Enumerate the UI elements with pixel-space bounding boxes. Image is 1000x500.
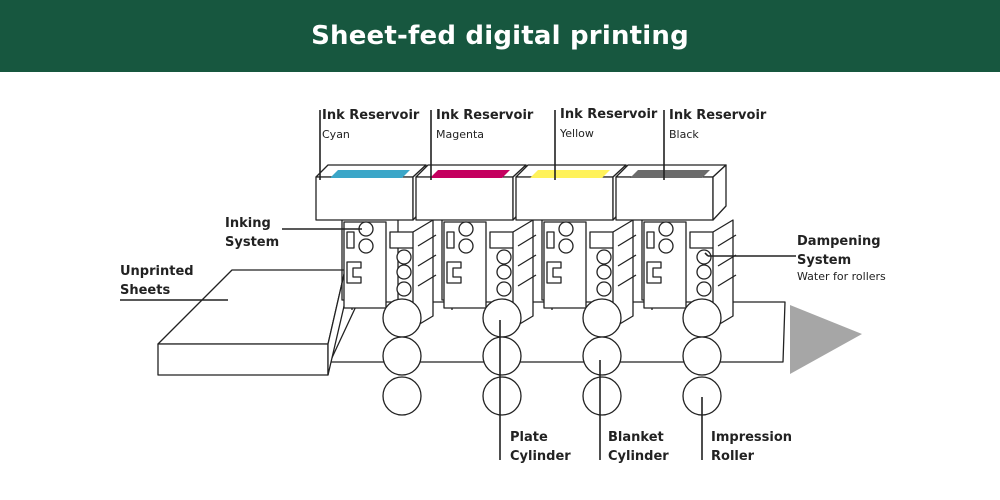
ink-bracket-1b [346, 261, 362, 284]
reservoir-label-black: Ink Reservoir Black [669, 108, 767, 142]
blanket-cylinder-4 [682, 336, 722, 376]
reservoir-box-3 [515, 176, 614, 221]
ink-surface-2 [430, 170, 510, 178]
unprinted-sheet-stack-front [157, 343, 329, 376]
blanket-cylinder-2 [482, 336, 522, 376]
impression-roller-label: Impression Roller [711, 430, 793, 464]
plate-cylinder-1 [382, 298, 422, 338]
ink-surface-3 [530, 170, 610, 178]
blanket-cylinder-3 [582, 336, 622, 376]
page-title: Sheet-fed digital printing [311, 21, 689, 51]
impression-roller-1 [382, 376, 422, 416]
plate-cylinder-3 [582, 298, 622, 338]
damp-box-1 [389, 231, 417, 249]
ink-bracket-1 [346, 231, 355, 249]
impression-roller-3 [582, 376, 622, 416]
print-unit-3 [515, 164, 637, 416]
reservoir-label-cyan: Ink Reservoir Cyan [322, 108, 420, 142]
impression-roller-2 [482, 376, 522, 416]
reservoir-box-1 [315, 176, 414, 221]
leader-lines [120, 110, 796, 460]
ink-roller-1b [358, 238, 374, 254]
ink-surface-4 [630, 170, 710, 178]
plate-cylinder-4 [682, 298, 722, 338]
plate-cylinder-label: Plate Cylinder [510, 430, 571, 464]
reservoir-box-4 [615, 176, 714, 221]
roller-track-1 [412, 219, 434, 329]
damp-roller-1a [396, 249, 412, 265]
plate-cylinder-2 [482, 298, 522, 338]
damp-roller-1b [396, 264, 412, 280]
blanket-cylinder-1 [382, 336, 422, 376]
reservoir-label-magenta: Ink Reservoir Magenta [436, 108, 534, 142]
reservoir-box-2 [415, 176, 514, 221]
ink-surface-1 [330, 170, 410, 178]
output-arrow [790, 305, 862, 374]
dampening-system-label: Dampening System Water for rollers [797, 234, 886, 283]
reservoir-label-yellow: Ink Reservoir Yellow [560, 107, 658, 141]
inking-system-label: Inking System [225, 216, 280, 250]
print-unit-4 [615, 164, 737, 416]
header-bar: Sheet-fed digital printing [0, 0, 1000, 72]
damp-roller-1c [396, 281, 412, 297]
print-unit-2 [415, 164, 537, 416]
unprinted-sheets-label: Unprinted Sheets [120, 264, 194, 298]
blanket-cylinder-label: Blanket Cylinder [608, 430, 669, 464]
conveyor-sheet [329, 301, 786, 363]
